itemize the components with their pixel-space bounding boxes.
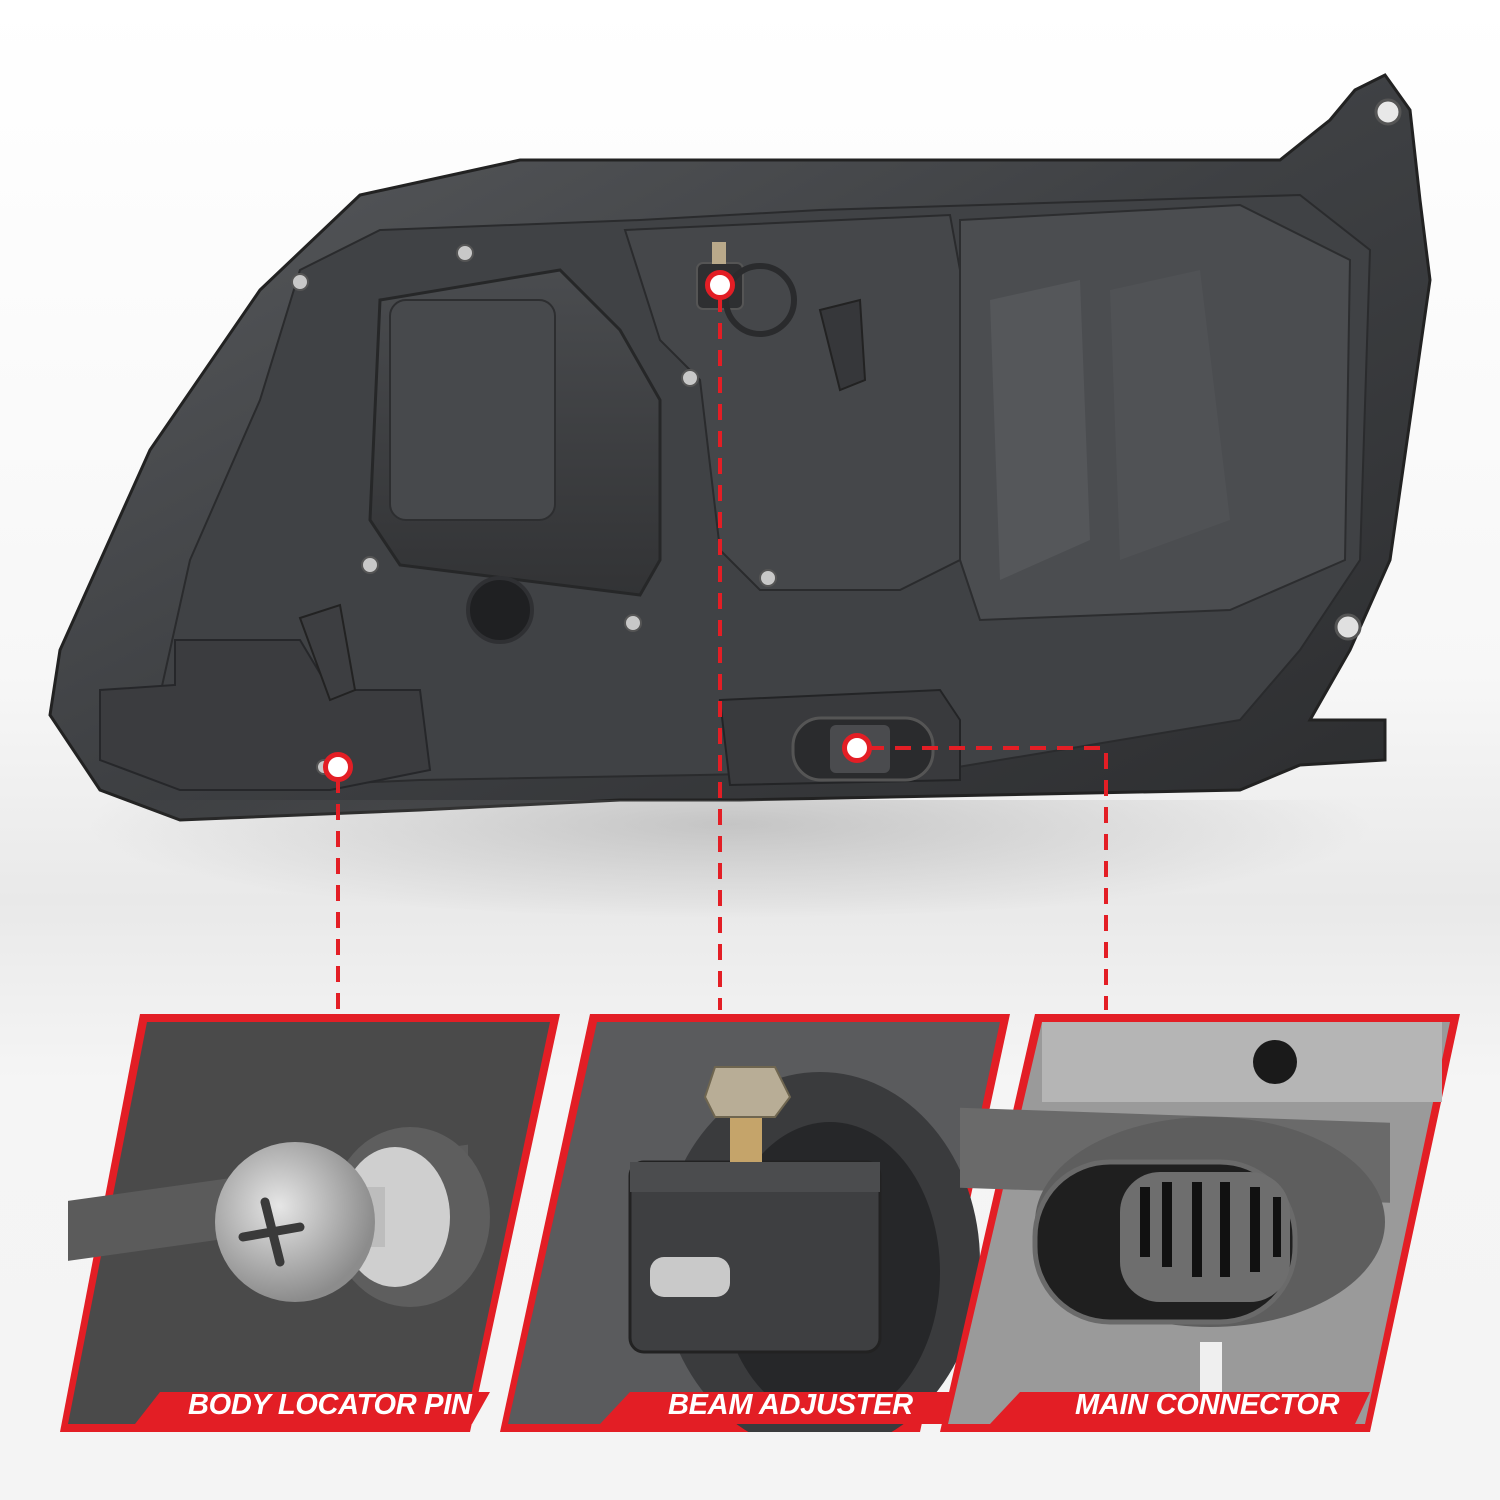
callout-beam-adjuster: BEAM ADJUSTER: [500, 1012, 1010, 1432]
floor-reflection: [80, 800, 1380, 920]
screw-ball-pin-icon: [60, 1014, 560, 1432]
callout-body-locator-pin: BODY LOCATOR PIN: [60, 1012, 570, 1432]
headlight-housing-illustration: [48, 73, 1432, 822]
leader-lines: [336, 296, 1108, 1010]
callout-label: BEAM ADJUSTER: [668, 1389, 913, 1421]
marker-body-locator-pin: [323, 752, 353, 782]
adjuster-bolt-icon: [500, 1014, 1010, 1432]
marker-main-connector: [842, 733, 872, 763]
callout-label: BODY LOCATOR PIN: [188, 1389, 472, 1421]
product-photo: [48, 73, 1432, 822]
marker-beam-adjuster: [705, 270, 735, 300]
callout-label: MAIN CONNECTOR: [1075, 1389, 1340, 1421]
multi-pin-connector-icon: [940, 1014, 1460, 1432]
callout-main-connector: MAIN CONNECTOR: [940, 1012, 1460, 1432]
